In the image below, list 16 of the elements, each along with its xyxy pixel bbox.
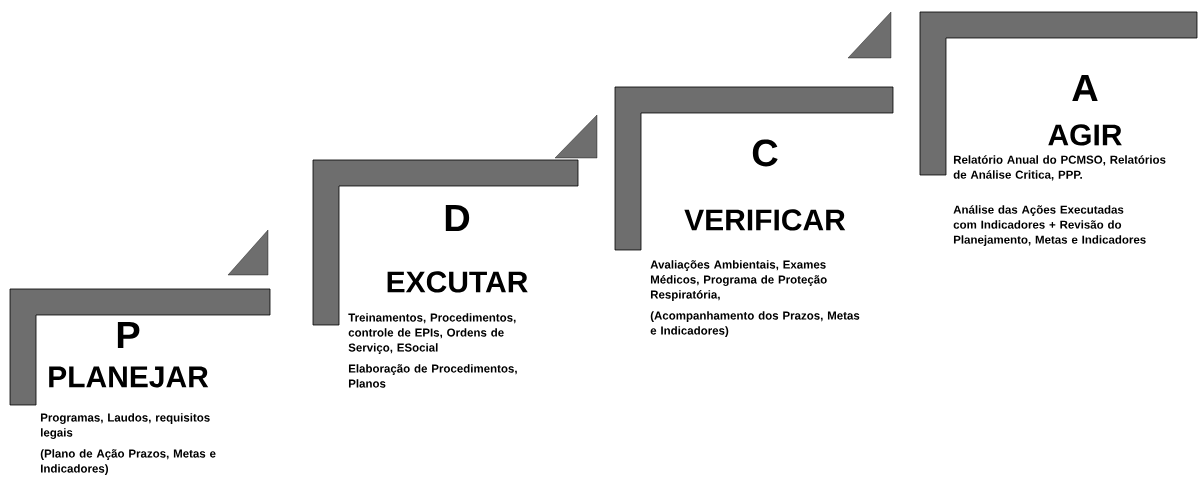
- step-description: (Plano de Ação Prazos, Metas e Indicadores): [40, 449, 216, 475]
- step-description: Treinamentos, Procedimentos, controle de EPIs, Ordens de Serviço, ESocial: [348, 313, 516, 354]
- step-title: PLANEJAR: [49, 366, 209, 388]
- step-letter: P: [117, 321, 140, 349]
- step-description: (Acompanhamento dos Prazos, Metas e Indicadores): [650, 311, 860, 337]
- step-description: Elaboração de Procedimentos, Planos: [349, 364, 517, 388]
- step-description: Avaliações Ambientais, Exames Médicos, Programa de Proteção Respiratória,: [650, 260, 827, 301]
- step-title: EXCUTAR: [387, 271, 528, 293]
- step-description: Programas, Laudos, requisitos legais: [41, 413, 210, 439]
- step-letter: C: [752, 139, 778, 167]
- step-letter: A: [1072, 74, 1098, 102]
- step-title: VERIFICAR: [684, 209, 846, 231]
- step-description: Análise das Ações Executadas com Indicadores + Revisão do Planejamento, Metas e Indicadores: [953, 205, 1146, 246]
- step-title: AGIR: [1048, 124, 1122, 146]
- step-letter: D: [445, 204, 470, 232]
- step-description: Relatório Anual do PCMSO, Relatórios de Análise Critica, PPP.: [953, 155, 1166, 181]
